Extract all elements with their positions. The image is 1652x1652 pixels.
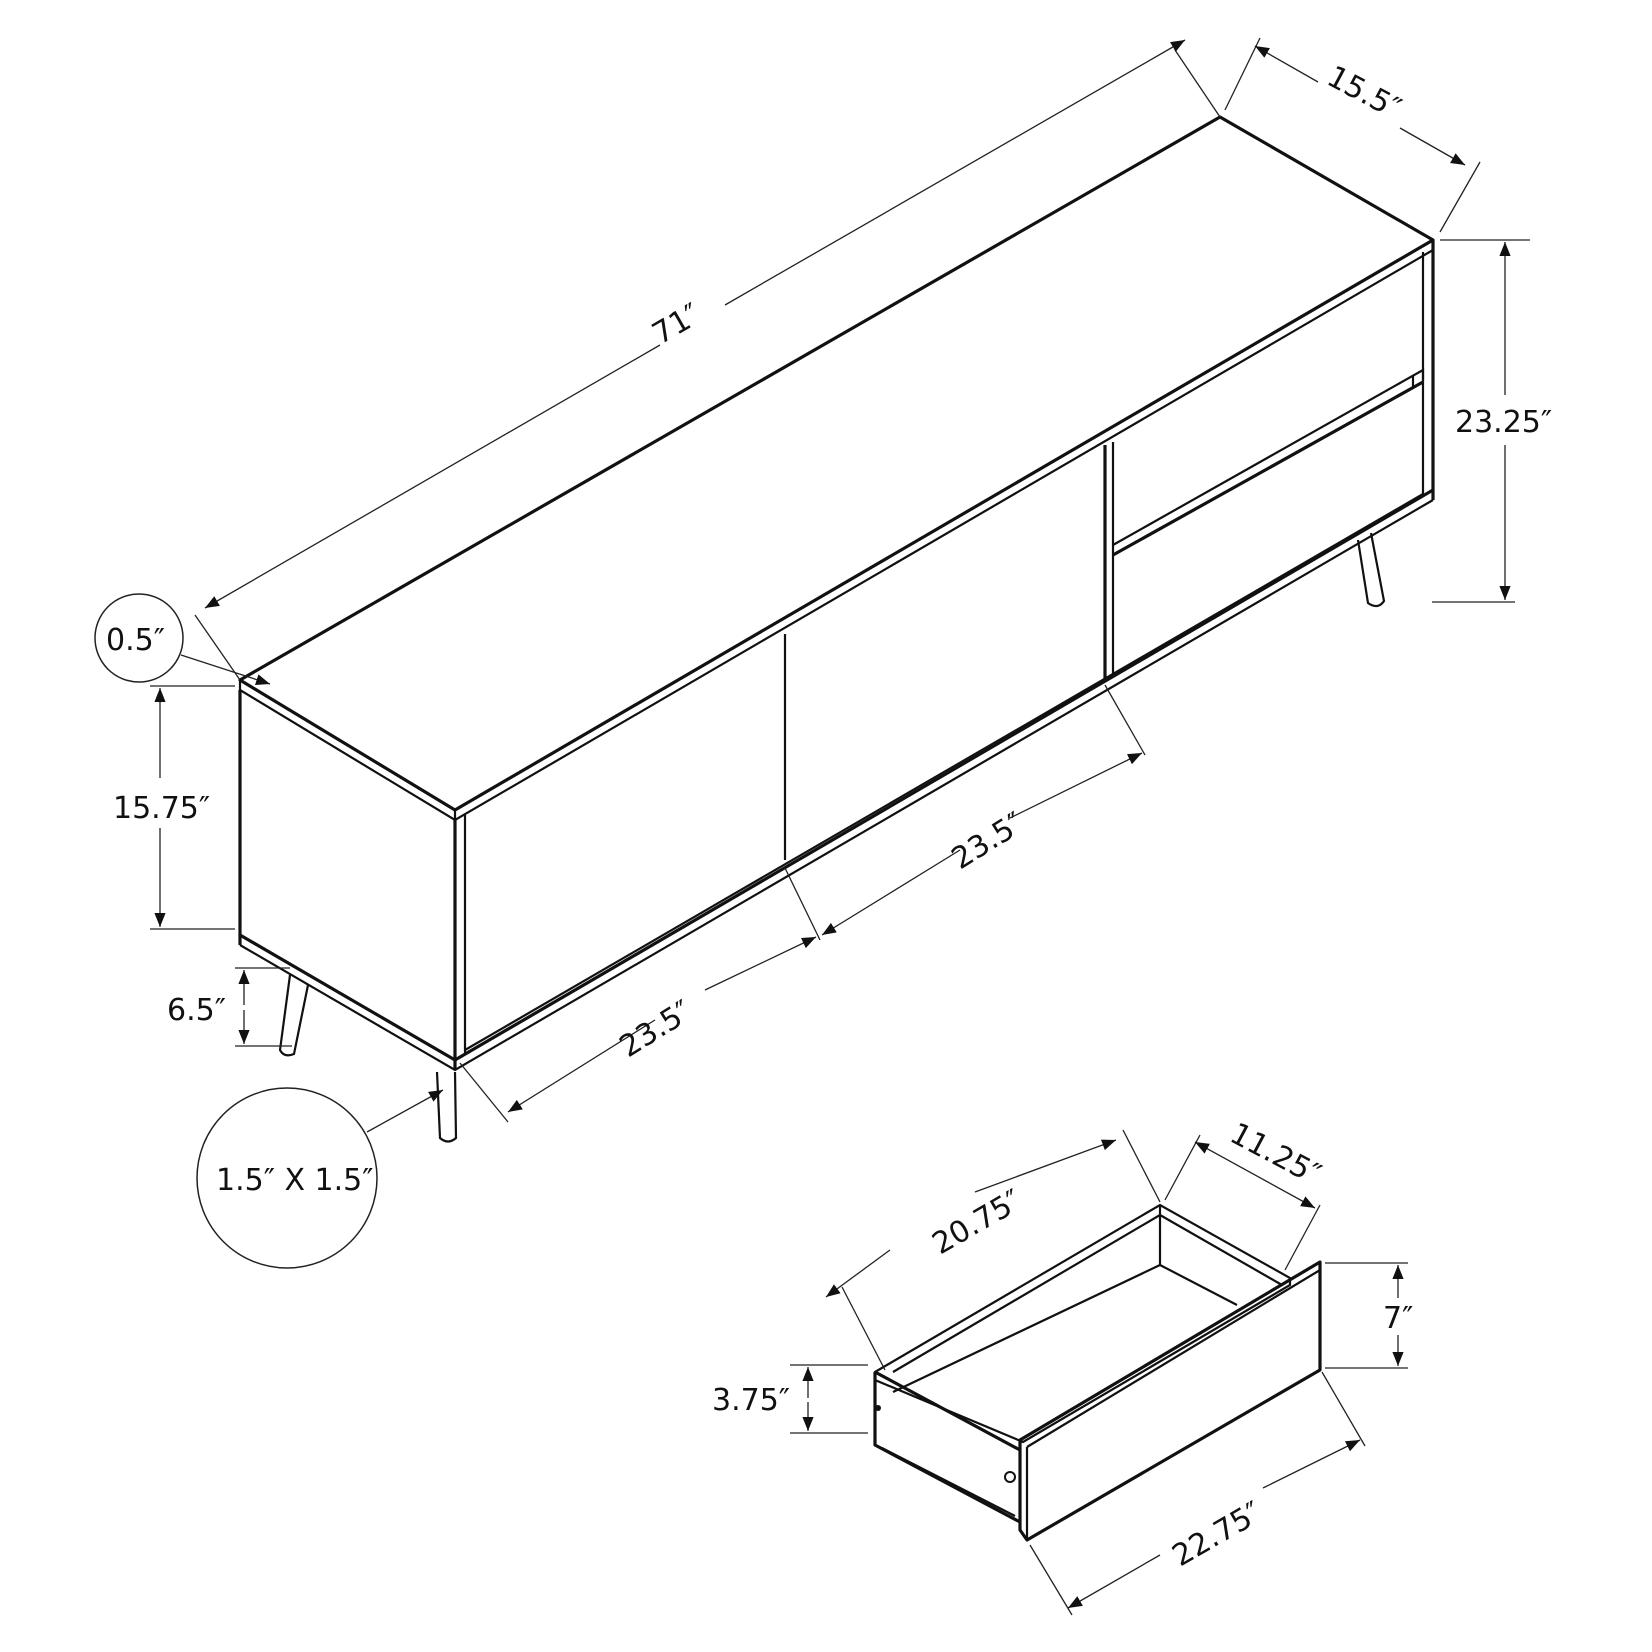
label-top-thickness: 0.5″ — [106, 623, 165, 658]
callout-leg-size: 1.5″ X 1.5″ — [196, 1087, 444, 1269]
label-depth: 15.5″ — [1321, 59, 1406, 127]
drawer-drawing — [873, 1203, 1322, 1542]
dimension-length: 71″ — [194, 39, 1221, 681]
dimension-leg-height: 6.5″ — [167, 967, 292, 1047]
callout-top-thickness: 0.5″ — [94, 593, 271, 685]
label-leg-size: 1.5″ X 1.5″ — [216, 1163, 373, 1198]
label-leg-height: 6.5″ — [167, 993, 226, 1028]
label-length: 71″ — [647, 297, 707, 352]
dimension-drawer-length: 20.75″ — [825, 1129, 1161, 1371]
label-drawer-front-width: 22.75″ — [1167, 1495, 1269, 1574]
dimension-drawer-side-height: 3.75″ — [712, 1364, 868, 1434]
label-drawer-length: 20.75″ — [927, 1183, 1029, 1262]
cabinet-drawing — [238, 115, 1435, 1143]
dimension-drawer-width: 11.25″ — [1164, 1116, 1326, 1271]
dimension-door-left: 23.5″ — [459, 867, 821, 1123]
label-total-height: 23.25″ — [1455, 405, 1552, 440]
label-door-left: 23.5″ — [614, 994, 699, 1065]
label-drawer-width: 11.25″ — [1224, 1116, 1326, 1192]
leg-front-left — [435, 1071, 458, 1143]
dimension-drawer-front-height: 7″ — [1325, 1262, 1413, 1369]
label-drawer-front-height: 7″ — [1383, 1301, 1413, 1336]
label-body-height: 15.75″ — [113, 791, 210, 826]
leg-back-left — [278, 974, 310, 1057]
dimension-depth: 15.5″ — [1224, 37, 1481, 233]
label-door-middle: 23.5″ — [946, 806, 1031, 877]
dimension-total-height: 23.25″ — [1432, 239, 1552, 603]
dimension-door-middle: 23.5″ — [821, 684, 1146, 936]
leg-right — [1356, 532, 1386, 608]
dimension-body-height: 15.75″ — [113, 685, 235, 930]
label-drawer-side-height: 3.75″ — [712, 1383, 790, 1418]
